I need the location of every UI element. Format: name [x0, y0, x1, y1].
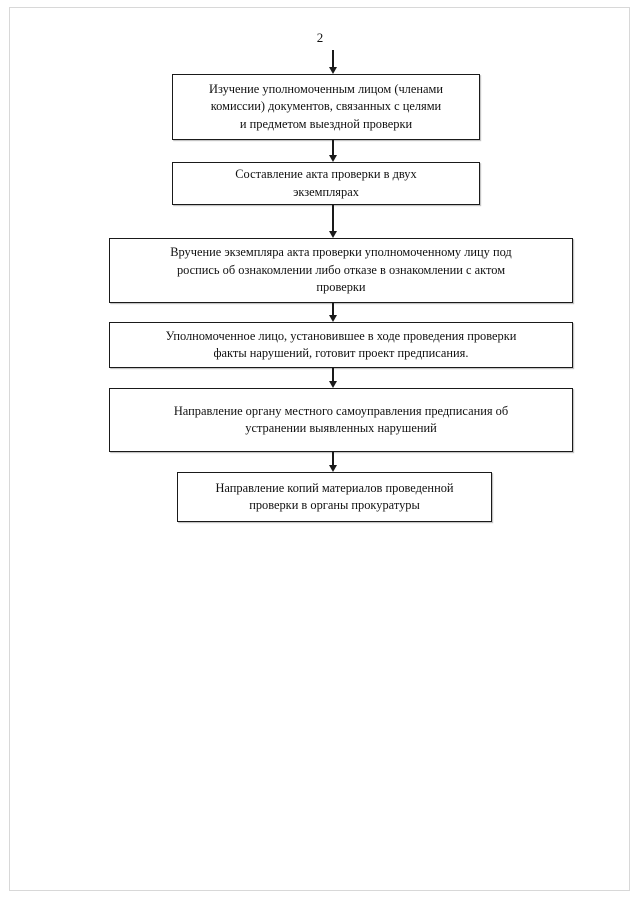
flow-box-text: Уполномоченное лицо, установившее в ходе…: [165, 328, 517, 361]
arrow-box-2-to-box-3: [328, 205, 338, 238]
arrow-into-box-1: [328, 50, 338, 74]
flow-box-text: Направление органу местного самоуправлен…: [173, 403, 509, 436]
arrow-box-1-to-box-2: [328, 140, 338, 162]
page-number: 2: [316, 30, 324, 45]
flow-box-deliver-act: Вручение экземпляра акта проверки уполно…: [109, 238, 573, 303]
flow-box-text: Изучение уполномоченным лицом (членами к…: [209, 81, 443, 131]
flow-box-send-order: Направление органу местного самоуправлен…: [109, 388, 573, 452]
arrow-box-5-to-box-6: [328, 452, 338, 472]
flow-box-prepare-order: Уполномоченное лицо, установившее в ходе…: [109, 322, 573, 368]
flow-box-send-to-prosecutor: Направление копий материалов проведенной…: [177, 472, 492, 522]
flow-box-draft-act: Составление акта проверки в двух экземпл…: [172, 162, 480, 205]
flow-box-study-documents: Изучение уполномоченным лицом (членами к…: [172, 74, 480, 140]
flow-box-text: Вручение экземпляра акта проверки уполно…: [170, 245, 512, 295]
flow-box-text: Направление копий материалов проведенной…: [215, 480, 454, 513]
arrow-box-4-to-box-5: [328, 368, 338, 388]
arrow-box-3-to-box-4: [328, 303, 338, 322]
flow-box-text: Составление акта проверки в двух экземпл…: [235, 167, 417, 199]
